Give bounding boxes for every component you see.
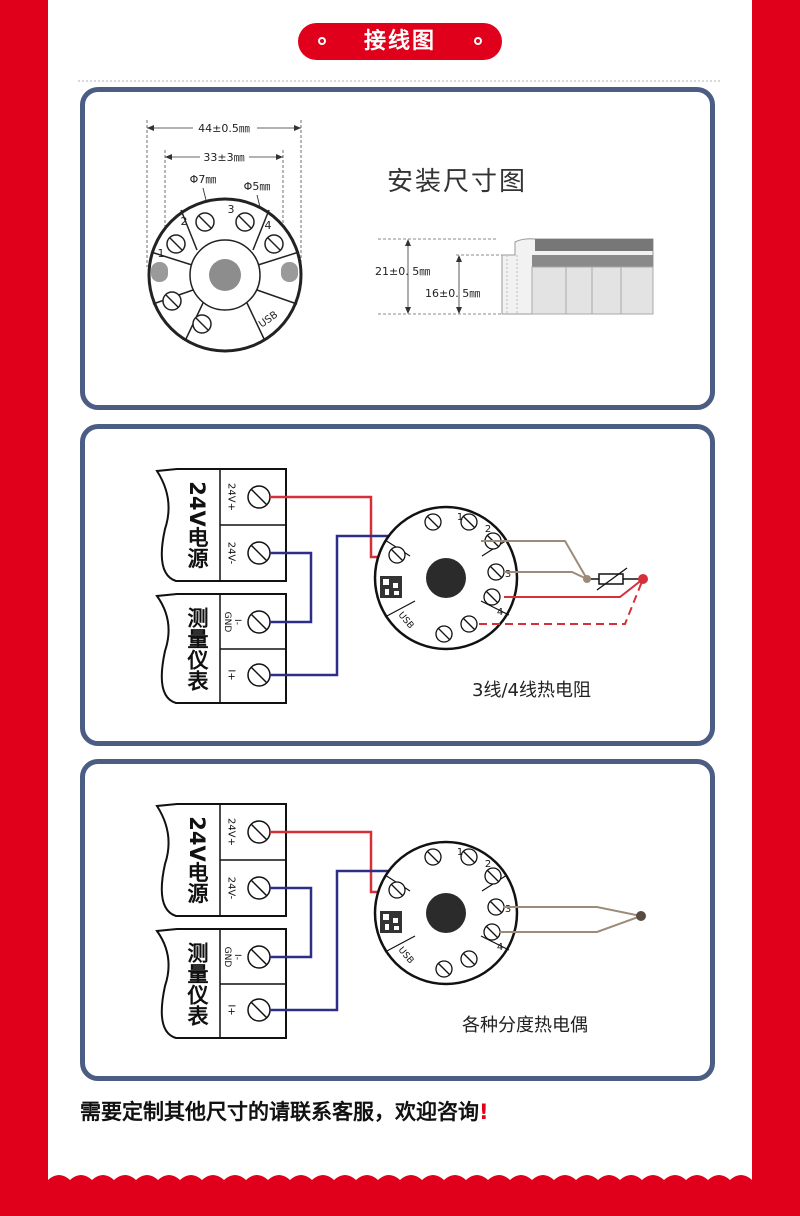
term-i-pos: I+ xyxy=(226,669,237,680)
install-title: 安装尺寸图 xyxy=(387,167,527,197)
term-gnd: GND xyxy=(222,612,232,633)
hole-5-label: Φ5㎜ xyxy=(244,180,271,193)
exclamation-icon: ! xyxy=(479,1100,489,1124)
rtd-terminal-1: 1 xyxy=(457,512,463,523)
height-16-label: 16±0. 5㎜ xyxy=(425,287,480,300)
installation-drawing: 44±0.5㎜ 33±3㎜ Φ7㎜ Φ5㎜ xyxy=(146,120,654,353)
pill-left-dot xyxy=(318,37,326,45)
installation-card: 44±0.5㎜ 33±3㎜ Φ7㎜ Φ5㎜ xyxy=(80,87,715,410)
tc-term-24v-pos: 24V+ xyxy=(226,818,237,846)
rtd-terminal-4: 4 xyxy=(497,607,503,618)
height-21-label: 21±0. 5㎜ xyxy=(375,265,430,278)
tc-terminal-4: 4 xyxy=(497,942,503,953)
thermocouple-caption: 各种分度热电偶 xyxy=(462,1015,588,1036)
term-24v-pos: 24V+ xyxy=(226,483,237,511)
tc-terminal-3: 3 xyxy=(505,904,511,915)
tc-term-gnd: GND xyxy=(222,947,232,968)
width-44-label: 44±0.5㎜ xyxy=(198,122,250,135)
tc-terminal-1: 1 xyxy=(457,847,463,858)
rtd-wiring-card: 24V电源 24V+ 24V- 测量仪表 GND I- I+ xyxy=(80,424,715,746)
tc-term-24v-neg: 24V- xyxy=(226,877,237,900)
power-supply-label: 24V电源 xyxy=(185,481,209,569)
tc-power-supply-label: 24V电源 xyxy=(185,816,209,904)
tc-terminal-2: 2 xyxy=(485,859,491,870)
dotted-divider xyxy=(78,80,720,82)
terminal-1-number: 1 xyxy=(158,247,165,260)
terminal-4-number: 4 xyxy=(265,219,272,232)
custom-size-note: 需要定制其他尺寸的请联系客服，欢迎咨询! xyxy=(80,1096,489,1126)
section-title-pill: 接线图 xyxy=(298,23,502,60)
rtd-caption: 3线/4线热电阻 xyxy=(472,680,591,701)
section-title: 接线图 xyxy=(363,29,436,54)
hole-7-label: Φ7㎜ xyxy=(190,173,217,186)
width-33-label: 33±3㎜ xyxy=(203,151,244,164)
rtd-terminal-3: 3 xyxy=(505,569,511,580)
terminal-3-number: 3 xyxy=(228,203,235,216)
thermocouple-wiring-card: 24V电源 24V+ 24V- 测量仪表 GND I- I+ xyxy=(80,759,715,1081)
term-gnd-sub: I- xyxy=(232,619,242,625)
tc-meter-label: 测量仪表 xyxy=(185,942,210,1027)
meter-label: 测量仪表 xyxy=(185,607,210,692)
term-24v-neg: 24V- xyxy=(226,542,237,565)
custom-size-note-text: 需要定制其他尺寸的请联系客服，欢迎咨询 xyxy=(80,1100,479,1124)
thermocouple-wiring-diagram: 24V电源 24V+ 24V- 测量仪表 GND I- I+ xyxy=(155,803,646,1039)
rtd-wiring-diagram: 24V电源 24V+ 24V- 测量仪表 GND I- I+ xyxy=(155,468,648,704)
paper-scalloped-edge xyxy=(48,1150,752,1216)
pill-right-dot xyxy=(474,37,482,45)
tc-term-i-pos: I+ xyxy=(226,1004,237,1015)
tc-term-gnd-sub: I- xyxy=(232,954,242,960)
terminal-2-number: 2 xyxy=(181,215,188,228)
rtd-terminal-2: 2 xyxy=(485,524,491,535)
